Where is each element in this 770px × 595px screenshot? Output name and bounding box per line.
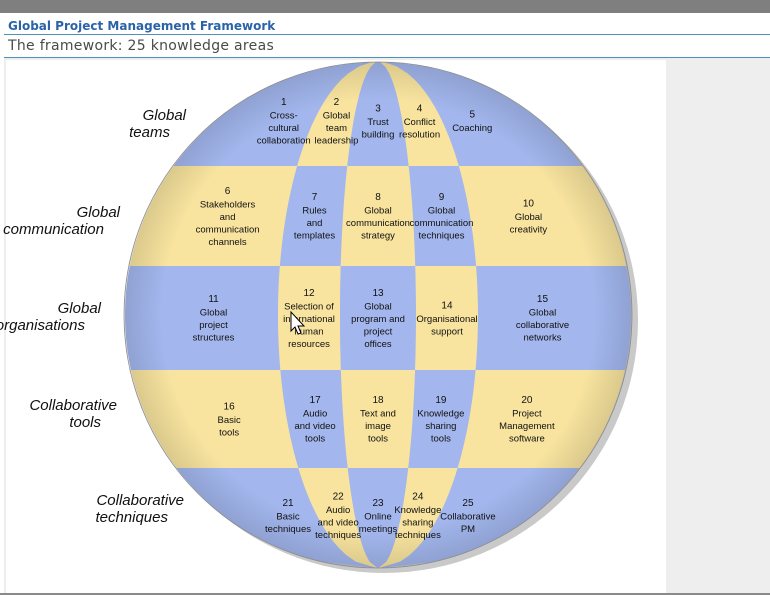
cell-number-9: 9 [439,192,445,203]
cell-number-8: 8 [375,192,381,203]
app-title: Global Project Management Framework [8,19,276,33]
cell-number-19: 19 [435,395,447,406]
page-title: The framework: 25 knowledge areas [8,38,275,54]
cell-number-21: 21 [282,498,294,509]
cell-number-1: 1 [281,97,287,108]
cell-number-7: 7 [312,192,318,203]
cell-number-20: 20 [521,395,533,406]
cell-number-4: 4 [417,103,423,114]
mouse-cursor-icon [290,310,306,335]
cell-number-18: 18 [372,395,384,406]
header-divider [4,34,770,35]
cell-number-10: 10 [523,198,535,209]
cell-number-6: 6 [225,186,231,197]
cell-number-23: 23 [372,498,384,509]
cell-label-5: Coaching [452,123,492,134]
cell-number-3: 3 [375,103,381,114]
bottom-bar [0,593,770,595]
cell-number-22: 22 [333,492,345,503]
cell-number-14: 14 [441,300,453,311]
cell-number-13: 13 [372,288,384,299]
top-bar [0,0,770,13]
title-divider [4,57,770,58]
globe-outline [123,61,633,569]
cell-number-12: 12 [303,288,315,299]
cell-number-25: 25 [462,498,474,509]
cell-number-16: 16 [224,401,236,412]
cell-number-11: 11 [208,294,219,305]
cell-number-24: 24 [412,492,424,503]
cell-number-17: 17 [310,395,322,406]
cell-number-5: 5 [469,110,475,121]
cell-number-15: 15 [537,294,549,305]
cell-number-2: 2 [334,97,340,108]
